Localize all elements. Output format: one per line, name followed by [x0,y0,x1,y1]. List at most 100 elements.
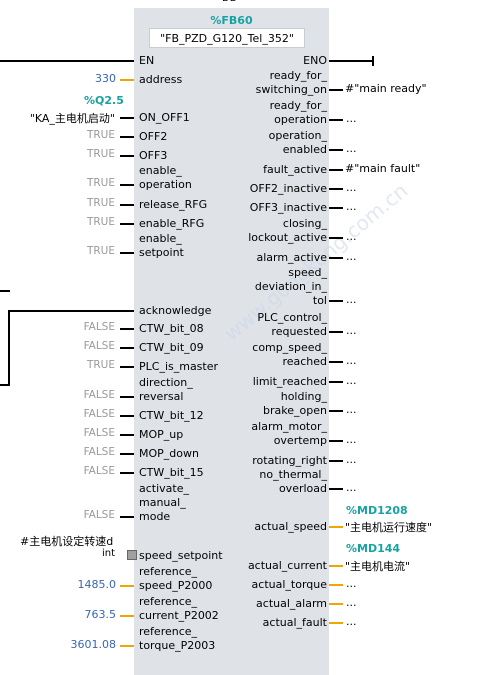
ctw-bit-12-pin[interactable]: CTW_bit_12 [139,409,204,422]
off2-pin[interactable]: OFF2 [139,130,168,143]
actual-fault-value[interactable]: ... [346,615,357,628]
off2-value[interactable]: TRUE [86,129,115,141]
instance-name[interactable]: %FB60 [210,14,253,27]
operation-enabled-pin-line2[interactable]: enabled [282,143,327,156]
ready-switching-on-value[interactable]: #"main ready" [345,82,427,95]
mop-down-value[interactable]: FALSE [83,446,115,458]
enable-rfg-value[interactable]: TRUE [86,216,115,228]
enable-rfg-pin[interactable]: enable_RFG [139,217,205,230]
alarm-active-value[interactable]: ... [346,250,357,263]
operation-enabled-pin-line1[interactable]: operation_ [268,129,327,142]
speed-deviation-pin-line3[interactable]: tol [312,294,327,307]
reference-current-pin-line2[interactable]: current_P2002 [139,609,219,622]
ctw-bit-09-value[interactable]: FALSE [83,340,115,352]
reference-speed-value[interactable]: 1485.0 [77,578,117,591]
rotating-right-value[interactable]: ... [346,453,357,466]
fault-active-pin[interactable]: fault_active [263,163,327,176]
ctw-bit-08-value[interactable]: FALSE [83,321,115,333]
no-thermal-overload-value[interactable]: ... [346,481,357,494]
off3-pin[interactable]: OFF3 [139,149,168,162]
no-thermal-overload-pin-line2[interactable]: overload [278,482,327,495]
enable-operation-pin-line2[interactable]: operation [139,178,192,191]
holding-brake-pin-line1[interactable]: holding_ [280,390,327,403]
ready-operation-pin-line1[interactable]: ready_for_ [269,99,327,112]
actual-speed-pin[interactable]: actual_speed [254,520,327,533]
fb-name[interactable]: "FB_PZD_G120_Tel_352" [160,32,294,45]
actual-current-value[interactable]: "主电机电流" [345,560,411,573]
alarm-motor-overtemp-pin-line2[interactable]: overtemp [273,434,327,447]
off3-inactive-value[interactable]: ... [346,200,357,213]
reference-speed-pin-line2[interactable]: speed_P2000 [139,579,213,592]
direction-reversal-pin-line2[interactable]: reversal [139,390,184,403]
reference-torque-pin-line1[interactable]: reference_ [139,625,198,638]
on-off1-value[interactable]: "KA_主电机启动" [29,112,115,125]
release-rfg-value[interactable]: TRUE [86,197,115,209]
speed-setpoint-value-line1[interactable]: #主电机设定转速d [20,535,114,548]
comp-speed-reached-pin-line1[interactable]: comp_speed_ [252,341,327,354]
ctw-bit-15-value[interactable]: FALSE [83,465,115,477]
plc-control-requested-pin-line1[interactable]: PLC_control_ [257,311,327,324]
holding-brake-value[interactable]: ... [346,403,357,416]
ready-operation-value[interactable]: ... [346,112,357,125]
actual-current-tag[interactable]: %MD144 [346,542,401,555]
function-block-body[interactable] [134,8,329,675]
activate-manual-mode-pin-line1[interactable]: activate_ [139,482,189,495]
actual-speed-value[interactable]: "主电机运行速度" [345,521,433,534]
speed-setpoint-pin[interactable]: speed_setpoint [139,549,223,562]
actual-torque-pin[interactable]: actual_torque [251,578,327,591]
acknowledge-pin[interactable]: acknowledge [139,304,212,317]
closing-lockout-value[interactable]: ... [346,230,357,243]
actual-torque-value[interactable]: ... [346,577,357,590]
enable-operation-value[interactable]: TRUE [86,177,115,189]
ready-operation-pin-line2[interactable]: operation [274,113,327,126]
holding-brake-pin-line2[interactable]: brake_open [263,404,327,417]
ctw-bit-09-pin[interactable]: CTW_bit_09 [139,341,204,354]
speed-setpoint-value-line2[interactable]: int [101,548,115,559]
closing-lockout-pin-line2[interactable]: lockout_active [248,231,327,244]
off3-value[interactable]: TRUE [86,148,115,160]
ready-switching-on-pin-line1[interactable]: ready_for_ [269,69,327,82]
activate-manual-mode-pin-line2[interactable]: manual_ [139,496,186,509]
plc-control-requested-pin-line2[interactable]: requested [271,325,327,338]
actual-alarm-pin[interactable]: actual_alarm [256,597,327,610]
ctw-bit-12-value[interactable]: FALSE [83,408,115,420]
release-rfg-pin[interactable]: release_RFG [139,198,208,211]
activate-manual-mode-value[interactable]: FALSE [83,509,115,521]
reference-torque-value[interactable]: 3601.08 [70,638,117,651]
plc-is-master-value[interactable]: TRUE [86,359,115,371]
closing-lockout-pin-line1[interactable]: closing_ [282,217,327,230]
eno-pin[interactable]: ENO [303,54,327,67]
on-off1-pin[interactable]: ON_OFF1 [139,111,190,124]
rotating-right-pin[interactable]: rotating_right [252,454,327,467]
alarm-active-pin[interactable]: alarm_active [256,251,327,264]
speed-deviation-value[interactable]: ... [346,293,357,306]
en-pin[interactable]: EN [139,54,155,67]
enable-operation-pin-line1[interactable]: enable_ [139,164,182,177]
ready-switching-on-pin-line2[interactable]: switching_on [255,83,327,96]
enable-setpoint-pin-line2[interactable]: setpoint [139,246,184,259]
off3-inactive-pin[interactable]: OFF3_inactive [249,201,327,214]
plc-is-master-pin[interactable]: PLC_is_master [139,360,219,373]
address-value[interactable]: 330 [95,72,116,85]
address-pin[interactable]: address [139,73,183,86]
ctw-bit-08-pin[interactable]: CTW_bit_08 [139,322,204,335]
fault-active-value[interactable]: #"main fault" [345,162,421,175]
limit-reached-pin[interactable]: limit_reached [252,375,327,388]
speed-deviation-pin-line1[interactable]: speed_ [288,266,327,279]
mop-down-pin[interactable]: MOP_down [139,447,199,460]
operation-enabled-value[interactable]: ... [346,142,357,155]
off2-inactive-pin[interactable]: OFF2_inactive [249,182,327,195]
comp-speed-reached-value[interactable]: ... [346,354,357,367]
off2-inactive-value[interactable]: ... [346,181,357,194]
reference-current-pin-line1[interactable]: reference_ [139,595,198,608]
direction-reversal-value[interactable]: FALSE [83,389,115,401]
limit-reached-value[interactable]: ... [346,374,357,387]
mop-up-pin[interactable]: MOP_up [139,428,184,441]
speed-deviation-pin-line2[interactable]: deviation_in_ [254,280,327,293]
reference-current-value[interactable]: 763.5 [84,608,117,621]
reference-torque-pin-line2[interactable]: torque_P2003 [139,639,216,652]
enable-setpoint-pin-line1[interactable]: enable_ [139,232,182,245]
ctw-bit-15-pin[interactable]: CTW_bit_15 [139,466,204,479]
alarm-motor-overtemp-pin-line1[interactable]: alarm_motor_ [251,420,327,433]
actual-alarm-value[interactable]: ... [346,596,357,609]
